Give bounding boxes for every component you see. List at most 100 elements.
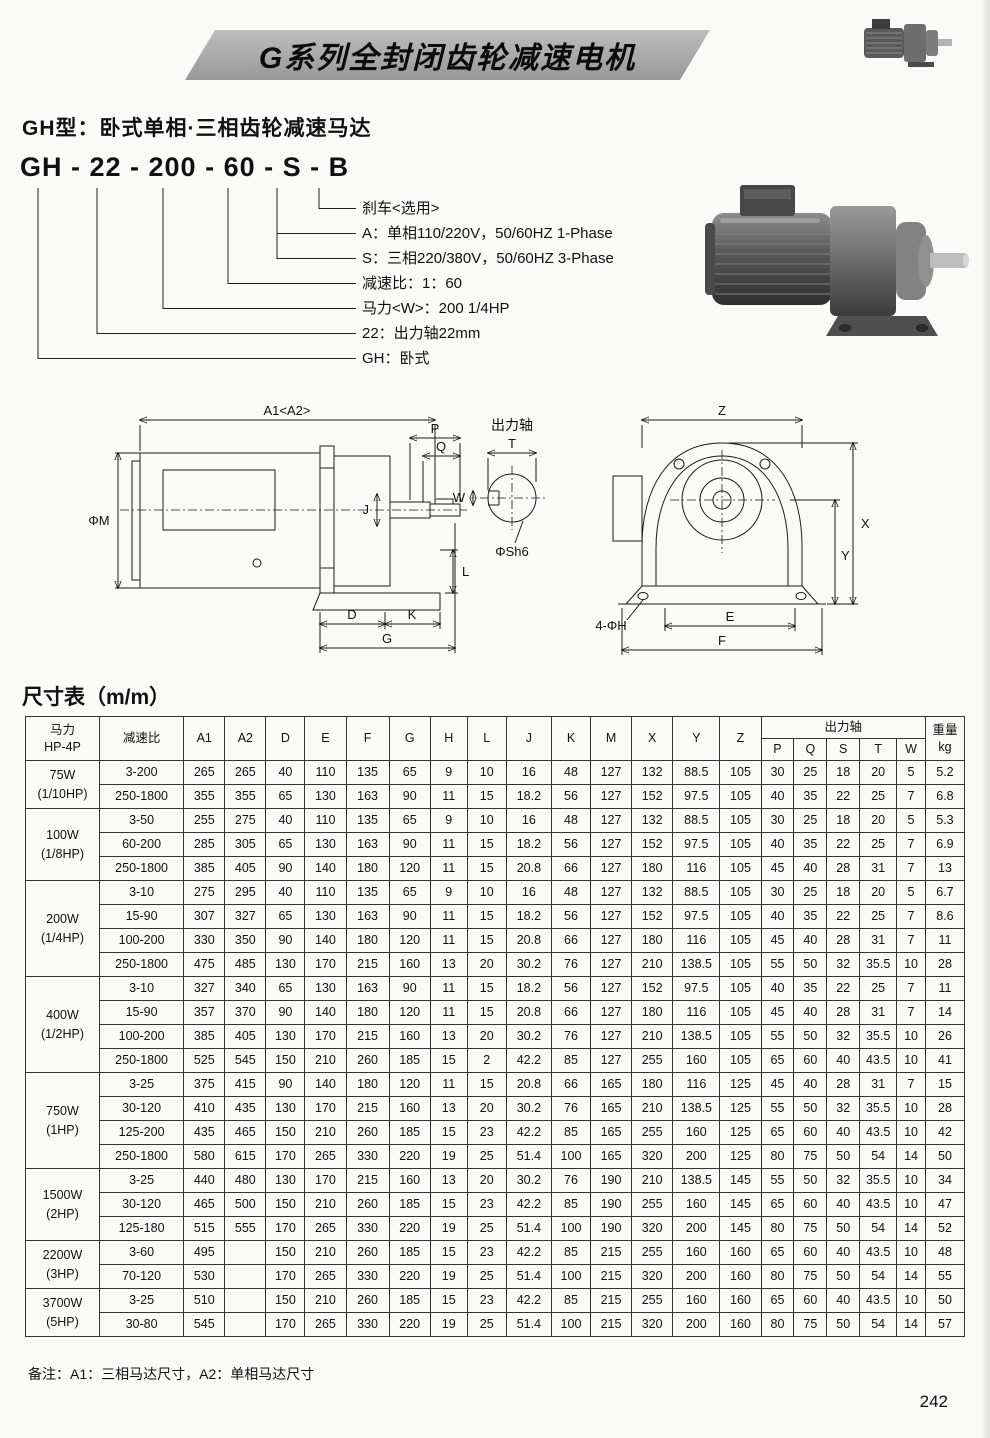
dim-cell: 180 xyxy=(631,1000,674,1025)
dim-cell: 42.2 xyxy=(505,1120,552,1145)
dim-cell: 14 xyxy=(924,1000,966,1025)
dim-cell: 45 xyxy=(760,1000,795,1025)
dim-cell: 215 xyxy=(345,952,390,977)
ratio-cell: 70-120 xyxy=(98,1264,185,1289)
dim-cell: 7 xyxy=(896,856,926,881)
dim-cell: 350 xyxy=(224,928,267,953)
dim-cell: 40 xyxy=(760,976,795,1001)
dim-cell: 255 xyxy=(183,808,226,833)
dim-cell: 66 xyxy=(550,1000,592,1025)
dim-cell: 165 xyxy=(589,1072,633,1097)
col-header-shaft: S xyxy=(826,738,861,761)
dim-cell: 20 xyxy=(466,1024,507,1049)
dim-cell: 160 xyxy=(719,1312,762,1337)
dim-cell: 20.8 xyxy=(505,1072,552,1097)
dim-cell: 14 xyxy=(896,1216,926,1241)
dim-cell: 50 xyxy=(793,952,828,977)
dim-cell: 160 xyxy=(388,1096,431,1121)
legend-item-power: 马力<W>：200 1/4HP xyxy=(362,300,510,317)
dim-cell: 160 xyxy=(719,1240,762,1265)
dim-cell: 105 xyxy=(719,784,762,809)
dim-cell: 100 xyxy=(550,1144,592,1169)
dim-cell: 127 xyxy=(589,1048,633,1073)
dim-cell: 500 xyxy=(224,1192,267,1217)
dim-cell: 110 xyxy=(304,880,347,905)
col-header-shaft: W xyxy=(896,738,926,761)
dim-cell: 275 xyxy=(183,880,226,905)
dim-cell: 435 xyxy=(224,1096,267,1121)
dim-cell: 10 xyxy=(466,880,507,905)
dim-cell: 30 xyxy=(760,880,795,905)
dim-cell: 16 xyxy=(505,880,552,905)
power-cell: 400W(1/2HP) xyxy=(25,976,100,1073)
dim-cell: 180 xyxy=(345,1072,390,1097)
dim-cell: 28 xyxy=(826,1000,861,1025)
dim-cell: 57 xyxy=(924,1312,966,1337)
dim-cell: 138.5 xyxy=(672,1096,721,1121)
dim-cell: 152 xyxy=(631,832,674,857)
col-header-dim: E xyxy=(304,716,347,761)
dim-cell: 13 xyxy=(429,952,468,977)
dim-cell: 40 xyxy=(793,1000,828,1025)
dim-cell: 150 xyxy=(265,1288,306,1313)
dim-cell: 120 xyxy=(388,856,431,881)
dim-cell: 20 xyxy=(466,1168,507,1193)
dim-cell: 66 xyxy=(550,1072,592,1097)
dim-cell: 6.9 xyxy=(924,832,966,857)
dim-cell: 190 xyxy=(589,1216,633,1241)
dim-cell: 65 xyxy=(388,880,431,905)
dim-cell: 355 xyxy=(183,784,226,809)
col-header-dim: M xyxy=(589,716,633,761)
dim-cell: 295 xyxy=(224,880,267,905)
dim-cell: 85 xyxy=(550,1192,592,1217)
dim-cell xyxy=(224,1288,267,1313)
dim-cell: 150 xyxy=(265,1192,306,1217)
dim-cell: 60 xyxy=(793,1120,828,1145)
col-header-dim: Y xyxy=(672,716,721,761)
section-title: GH型：卧式单相·三相齿轮减速马达 xyxy=(22,117,372,140)
dim-cell: 50 xyxy=(793,1096,828,1121)
dim-cell: 65 xyxy=(760,1192,795,1217)
dim-cell: 34 xyxy=(924,1168,966,1193)
dim-cell: 10 xyxy=(896,1024,926,1049)
ratio-cell: 30-120 xyxy=(98,1096,185,1121)
dim-label-l: L xyxy=(462,564,469,579)
dim-cell: 127 xyxy=(589,928,633,953)
dim-cell: 7 xyxy=(896,784,926,809)
dim-cell: 66 xyxy=(550,856,592,881)
dim-cell: 165 xyxy=(589,1144,633,1169)
technical-drawing: A1<A2> P Q J ΦM xyxy=(88,403,870,655)
dim-cell: 127 xyxy=(589,856,633,881)
dim-cell: 260 xyxy=(345,1192,390,1217)
ratio-cell: 125-180 xyxy=(98,1216,185,1241)
shaft-detail-title: 出力轴 xyxy=(491,417,533,433)
dim-cell: 210 xyxy=(304,1048,347,1073)
dim-label-4-phi-h: 4-ΦH xyxy=(595,618,626,633)
dim-cell: 100 xyxy=(550,1264,592,1289)
dim-cell: 465 xyxy=(183,1192,226,1217)
dim-cell: 31 xyxy=(859,856,898,881)
dim-cell: 180 xyxy=(345,928,390,953)
dim-cell: 150 xyxy=(265,1048,306,1073)
ratio-cell: 250-1800 xyxy=(98,1144,185,1169)
dim-cell: 170 xyxy=(265,1216,306,1241)
dim-cell: 42.2 xyxy=(505,1240,552,1265)
dim-cell: 50 xyxy=(793,1168,828,1193)
dim-cell: 18 xyxy=(826,880,861,905)
dim-cell: 105 xyxy=(719,880,762,905)
col-header-dim: L xyxy=(466,716,507,761)
power-cell: 200W(1/4HP) xyxy=(25,880,100,977)
dim-cell: 105 xyxy=(719,952,762,977)
legend-item-brake: 刹车<选用> xyxy=(362,200,440,217)
col-header-dim: X xyxy=(631,716,674,761)
dim-cell: 32 xyxy=(826,1096,861,1121)
dim-cell: 105 xyxy=(719,928,762,953)
dim-cell: 330 xyxy=(345,1312,390,1337)
dim-cell: 60 xyxy=(793,1048,828,1073)
dim-cell: 5.2 xyxy=(924,760,966,785)
